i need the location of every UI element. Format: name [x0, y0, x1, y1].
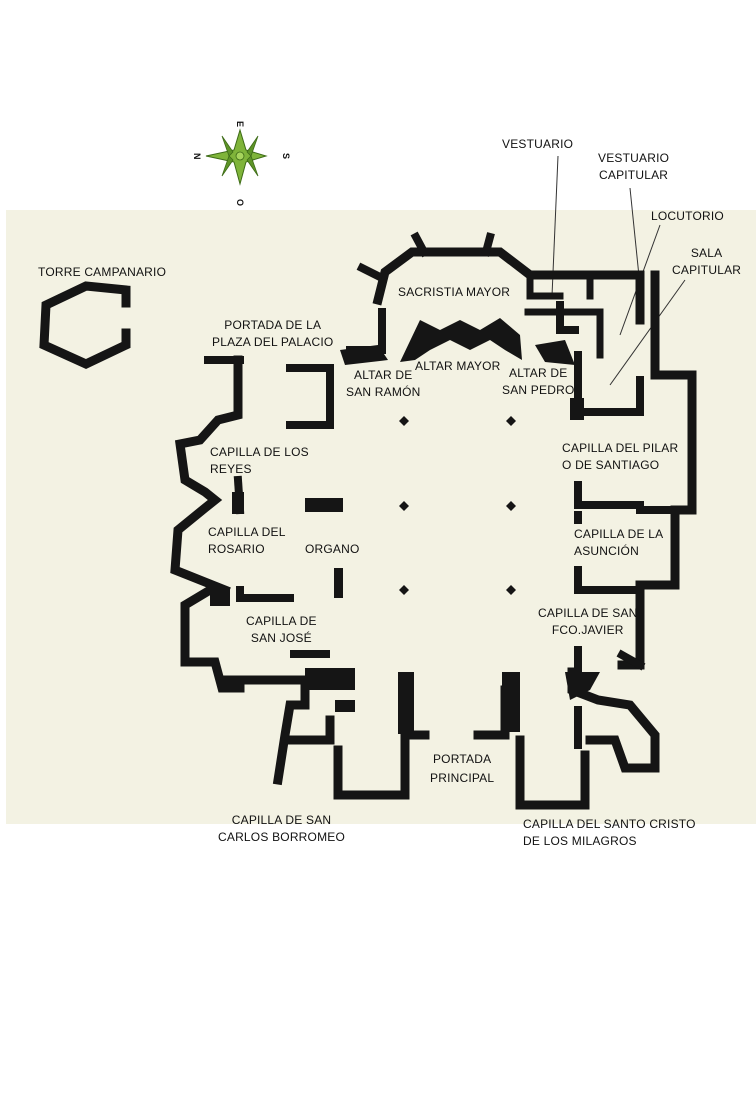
label-torre-campanario: TORRE CAMPANARIO [38, 265, 167, 279]
compass-east: E [235, 121, 245, 127]
pillar [399, 416, 409, 426]
pillar [506, 585, 516, 595]
label-sala-capitular: SALA CAPITULAR [672, 246, 742, 277]
label-capilla-reyes: CAPILLA DE LOS REYES [210, 445, 309, 476]
pillar [506, 416, 516, 426]
label-vestuario-capitular: VESTUARIO CAPITULAR [598, 151, 670, 182]
label-altar-mayor: ALTAR MAYOR [415, 359, 501, 373]
label-altar-san-pedro: ALTAR DE SAN PEDRO [502, 366, 575, 397]
label-altar-san-ramon: ALTAR DE SAN RAMÓN [346, 368, 421, 399]
compass-rose-icon: E N S O [192, 121, 291, 206]
pillar [506, 501, 516, 511]
label-capilla-san-carlos: CAPILLA DE SAN CARLOS BORROMEO [218, 813, 346, 844]
label-capilla-santo-cristo: CAPILLA DEL SANTO CRISTO DE LOS MILAGROS [523, 817, 696, 848]
label-portada-principal: PORTADA PRINCIPAL [430, 752, 495, 785]
cathedral-walls [170, 231, 697, 810]
label-organo: ORGANO [305, 542, 360, 556]
label-sacristia-mayor: SACRISTIA MAYOR [398, 285, 511, 299]
compass-south: S [281, 153, 291, 159]
pillar [399, 585, 409, 595]
label-vestuario: VESTUARIO [502, 137, 574, 151]
label-capilla-asuncion: CAPILLA DE LA ASUNCIÓN [574, 527, 664, 558]
pillar [399, 501, 409, 511]
bell-tower-outline [39, 281, 131, 369]
label-capilla-pilar: CAPILLA DEL PILAR O DE SANTIAGO [562, 441, 679, 472]
nave-pillars [399, 416, 516, 595]
label-capilla-san-fco-javier: CAPILLA DE SAN FCO.JAVIER [538, 606, 638, 637]
compass-north: N [192, 153, 202, 160]
label-portada-plaza-palacio: PORTADA DE LA PLAZA DEL PALACIO [212, 318, 334, 349]
label-capilla-rosario: CAPILLA DEL ROSARIO [208, 525, 286, 556]
label-locutorio: LOCUTORIO [651, 209, 724, 223]
compass-west: O [235, 199, 245, 206]
label-capilla-san-jose: CAPILLA DE SAN JOSÉ [246, 614, 317, 645]
